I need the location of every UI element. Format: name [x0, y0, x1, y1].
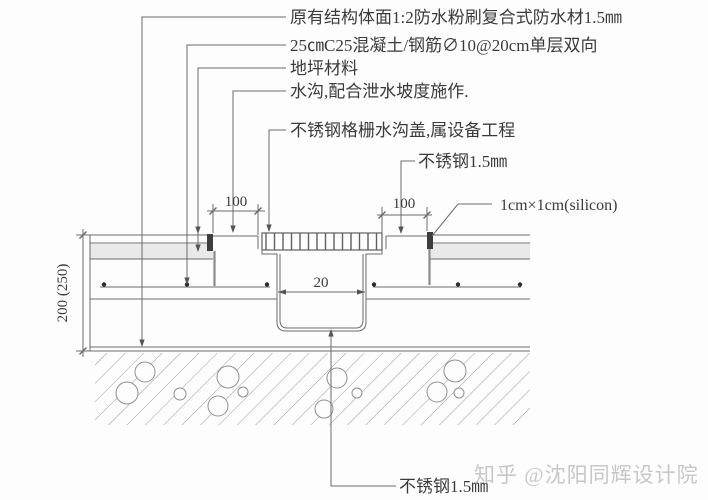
sealant-left — [207, 234, 213, 251]
dim-channel-width: 20 — [314, 275, 329, 291]
dimension-arrowheads — [278, 289, 365, 295]
sealant-right — [427, 232, 433, 249]
gravel-stones — [115, 359, 467, 419]
screed-band-left — [90, 244, 213, 259]
label-concrete-slab: 25㎝C25混凝土/钢筋∅10@20cm单层双向 — [290, 36, 598, 55]
flashing-strips — [213, 249, 431, 286]
watermark-text: 知乎 @沈阳同辉设计院 — [474, 463, 699, 487]
dimension-labels: 100 100 20 200 (250) — [55, 194, 415, 322]
leader-arrowheads — [139, 224, 404, 347]
label-floor-material: 地坪材料 — [290, 59, 358, 78]
dim-ledge-left: 100 — [225, 194, 248, 210]
label-stainless-top: 不锈钢1.5㎜ — [418, 152, 507, 171]
label-grating-cover: 不锈钢格栅水沟盖,属设备工程 — [290, 121, 515, 140]
label-silicon-seal: 1cm×1cm(silicon) — [500, 197, 617, 214]
dim-slab-depth: 200 (250) — [55, 264, 71, 323]
floor-slab-section — [89, 234, 530, 352]
callout-labels: 原有结构体面1:2防水粉刷复合式防水材1.5㎜ 25㎝C25混凝土/钢筋∅10@… — [290, 8, 622, 496]
stainless-channel — [261, 250, 383, 332]
grating-cover — [261, 232, 383, 251]
label-water-channel: 水沟,配合泄水坡度施作. — [290, 82, 469, 101]
silicon-sealant-joints — [207, 232, 433, 251]
screed-band-right — [430, 244, 530, 259]
label-stainless-bottom: 不锈钢1.5㎜ — [399, 477, 488, 496]
leader-lines — [141, 16, 492, 487]
dim-ledge-right: 100 — [393, 196, 416, 212]
gravel-layer — [95, 353, 530, 425]
label-waterproof-layer: 原有结构体面1:2防水粉刷复合式防水材1.5㎜ — [290, 8, 622, 27]
rebar-dots — [101, 282, 523, 287]
dimension-lines — [76, 204, 432, 357]
